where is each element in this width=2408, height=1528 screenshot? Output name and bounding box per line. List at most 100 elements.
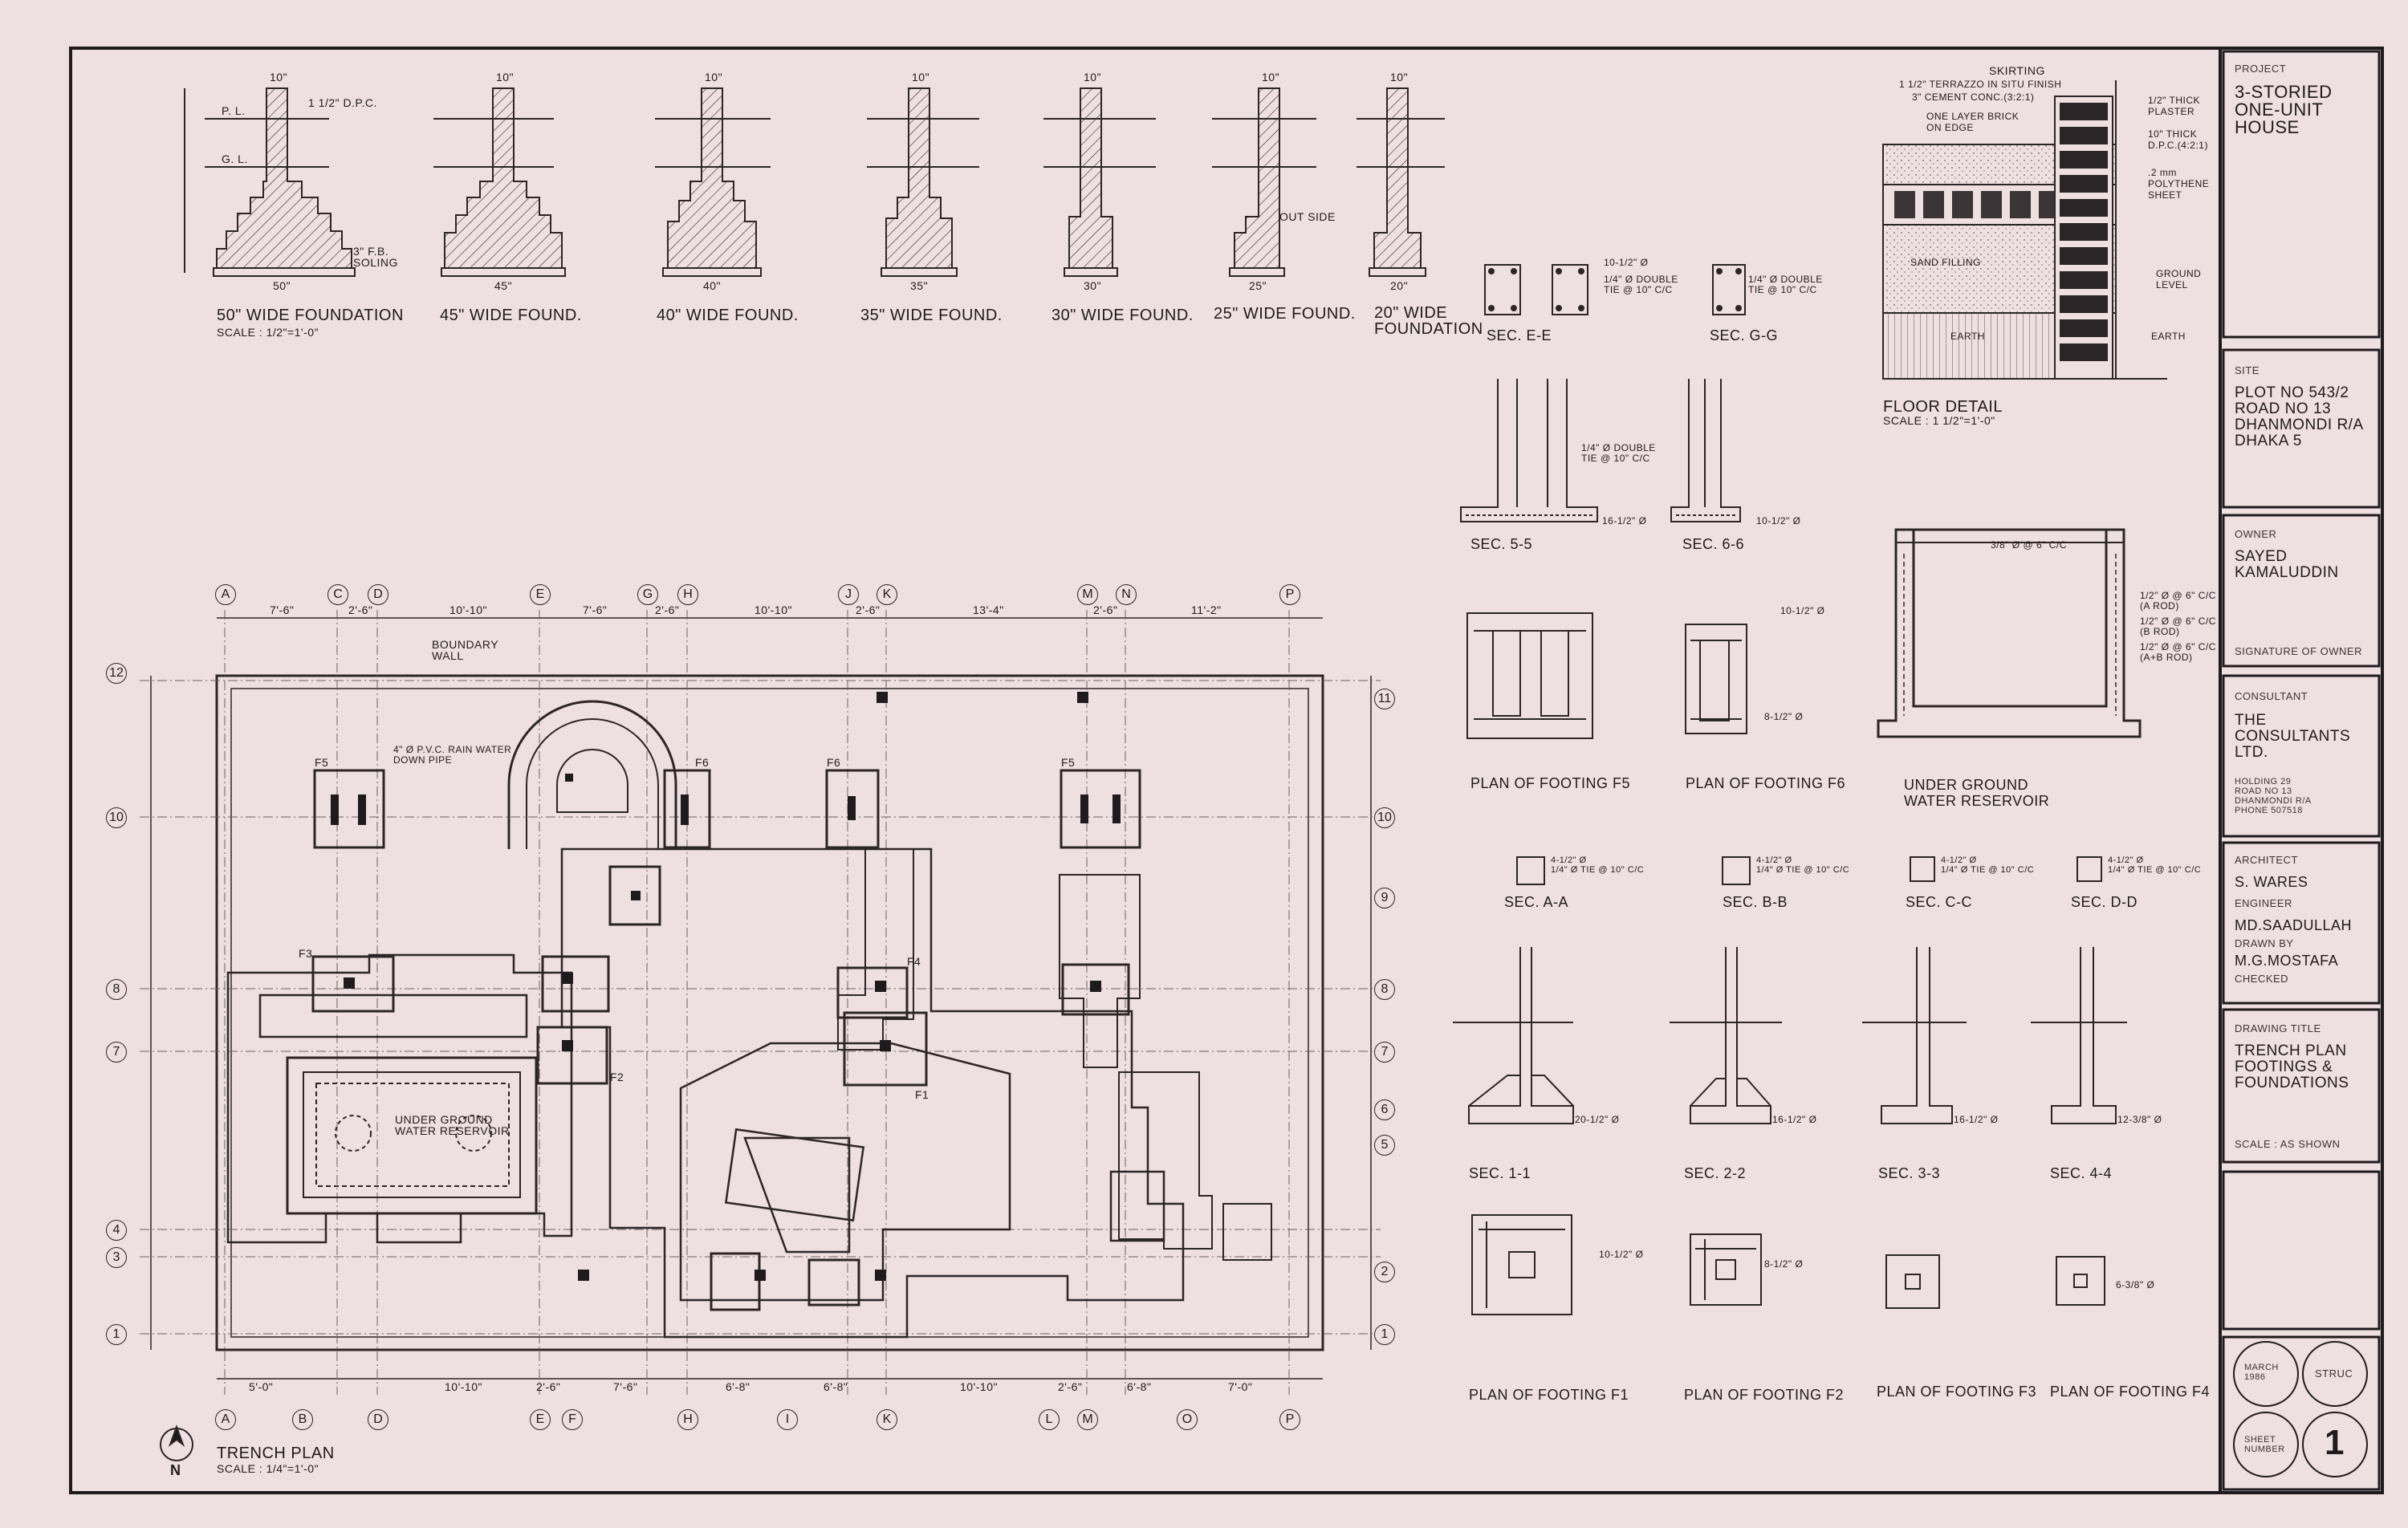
drawing-title: TRENCH PLAN FOOTINGS & FOUNDATIONS bbox=[2235, 1042, 2349, 1091]
foundation-caption-30: 30" WIDE FOUND. bbox=[1051, 307, 1194, 324]
grid-left-10: 10 bbox=[106, 807, 127, 828]
width-45: 45" bbox=[494, 279, 513, 292]
grid-left-1: 1 bbox=[106, 1324, 127, 1345]
note-res-3: 1/2" Ø @ 6" C/C (B ROD) bbox=[2140, 616, 2216, 637]
footing-f1-caption: PLAN OF FOOTING F1 bbox=[1469, 1387, 1629, 1403]
foundation-scale: SCALE : 1/2"=1'-0" bbox=[217, 326, 319, 339]
dim-bot-0: 5'-0" bbox=[249, 1380, 274, 1393]
dim-top-1: 2'-6" bbox=[348, 603, 373, 616]
sec-ee-caption: SEC. E-E bbox=[1487, 327, 1552, 343]
grid-bot-M: M bbox=[1077, 1409, 1098, 1430]
grid-bot-A: A bbox=[215, 1409, 236, 1430]
note-tie-cc: 4-1/2" Ø 1/4" Ø TIE @ 10" C/C bbox=[1941, 855, 2035, 875]
footing-f2-caption: PLAN OF FOOTING F2 bbox=[1684, 1387, 1845, 1403]
grid-right-9: 9 bbox=[1374, 888, 1395, 908]
consultant-name: THE CONSULTANTS LTD. bbox=[2235, 712, 2351, 761]
dim-bot-1: 10'-10" bbox=[445, 1380, 482, 1393]
title-block-frame bbox=[2222, 50, 2381, 1491]
foundation-caption-50: 50" WIDE FOUNDATION bbox=[217, 307, 404, 324]
top-dim-7: 10" bbox=[1390, 71, 1409, 83]
sec-gg-caption: SEC. G-G bbox=[1710, 327, 1779, 343]
project-label: PROJECT bbox=[2235, 63, 2287, 75]
grid-bot-P: P bbox=[1279, 1409, 1300, 1430]
grid-top-N: N bbox=[1116, 584, 1137, 605]
footing-f3-caption: PLAN OF FOOTING F3 bbox=[1877, 1384, 2037, 1400]
owner-label: OWNER bbox=[2235, 528, 2277, 540]
plan-tag-f3: F3 bbox=[299, 947, 313, 960]
drawing-title-label: DRAWING TITLE bbox=[2235, 1022, 2321, 1034]
discipline: STRUC bbox=[2315, 1367, 2353, 1380]
sec-dd-caption: SEC. D-D bbox=[2071, 894, 2138, 910]
grid-top-J: J bbox=[838, 584, 859, 605]
note-bar-16-33: 16-1/2" Ø bbox=[1954, 1114, 1999, 1125]
reservoir-caption: UNDER GROUND WATER RESERVOIR bbox=[1904, 777, 2050, 809]
architect-name: S. WARES bbox=[2235, 874, 2308, 890]
grid-right-5: 5 bbox=[1374, 1135, 1395, 1156]
note-bar-10-66: 10-1/2" Ø bbox=[1756, 515, 1801, 526]
consultant-label: CONSULTANT bbox=[2235, 690, 2308, 702]
foundation-caption-35: 35" WIDE FOUND. bbox=[860, 307, 1003, 324]
drawn-label: DRAWN BY bbox=[2235, 937, 2294, 949]
grid-bot-H: H bbox=[677, 1409, 698, 1430]
grid-bot-K: K bbox=[877, 1409, 897, 1430]
footing-sections-5-6 bbox=[1460, 379, 1741, 522]
sec-aa-caption: SEC. A-A bbox=[1504, 894, 1569, 910]
floor-detail bbox=[1882, 80, 2167, 380]
grid-bot-O: O bbox=[1177, 1409, 1198, 1430]
grid-left-8: 8 bbox=[106, 979, 127, 1000]
reservoir-section bbox=[1877, 528, 2142, 738]
plan-tag-f6a: F6 bbox=[695, 756, 710, 769]
foundation-caption-40: 40" WIDE FOUND. bbox=[657, 307, 799, 324]
engineer-label: ENGINEER bbox=[2235, 897, 2292, 909]
scale-note: SCALE : AS SHOWN bbox=[2235, 1138, 2341, 1150]
plan-tag-f4: F4 bbox=[907, 955, 921, 968]
note-bar-16-55: 16-1/2" Ø bbox=[1602, 515, 1647, 526]
site-label: SITE bbox=[2235, 364, 2260, 376]
note-tie-dd: 4-1/2" Ø 1/4" Ø TIE @ 10" C/C bbox=[2108, 855, 2202, 875]
top-dim-3: 10" bbox=[705, 71, 723, 83]
dim-bot-8: 6'-8" bbox=[1127, 1380, 1152, 1393]
dim-bot-2: 2'-6" bbox=[536, 1380, 561, 1393]
grid-right-8: 8 bbox=[1374, 979, 1395, 1000]
note-bar-10-f6: 10-1/2" Ø bbox=[1780, 605, 1825, 616]
owner-name: SAYED KAMALUDDIN bbox=[2235, 548, 2339, 581]
footing-sections-1-4 bbox=[1453, 947, 2127, 1124]
plan-tag-f5b: F5 bbox=[1061, 756, 1076, 769]
grid-left-3: 3 bbox=[106, 1247, 127, 1268]
dim-top-8: 2'-6" bbox=[1093, 603, 1118, 616]
column-sections-row bbox=[1516, 856, 2102, 885]
grid-top-A: A bbox=[215, 584, 236, 605]
sec-cc-caption: SEC. C-C bbox=[1906, 894, 1973, 910]
dim-top-6: 2'-6" bbox=[856, 603, 881, 616]
top-dim-1: 10" bbox=[270, 71, 288, 83]
outside-label: OUT SIDE bbox=[1279, 210, 1336, 223]
note-bar-16-22: 16-1/2" Ø bbox=[1772, 1114, 1817, 1125]
grid-top-P: P bbox=[1279, 584, 1300, 605]
sec-bb-caption: SEC. B-B bbox=[1723, 894, 1788, 910]
pl-label-1: P. L. bbox=[222, 104, 246, 117]
note-res-4: 1/2" Ø @ 6" C/C (A+B ROD) bbox=[2140, 641, 2216, 663]
note-bar-8-f6: 8-1/2" Ø bbox=[1764, 711, 1804, 722]
footing-plans-f5-f6 bbox=[1466, 612, 1747, 739]
plan-tag-f2: F2 bbox=[610, 1071, 624, 1083]
note-cement: 3" CEMENT CONC.(3:2:1) bbox=[1912, 91, 2035, 103]
note-tie-55: 1/4" Ø DOUBLE TIE @ 10" C/C bbox=[1581, 442, 1656, 464]
engineer-name: MD.SAADULLAH bbox=[2235, 917, 2353, 933]
note-earth-1: EARTH bbox=[1950, 331, 1985, 342]
note-tie-gg: 1/4" Ø DOUBLE TIE @ 10" C/C bbox=[1748, 274, 1823, 295]
note-bar-8-f2: 8-1/2" Ø bbox=[1764, 1258, 1804, 1270]
note-dpc: 10" THICK D.P.C.(4:2:1) bbox=[2148, 128, 2208, 151]
footing-plans-f1-f4 bbox=[1471, 1214, 2105, 1315]
top-dim-2: 10" bbox=[496, 71, 515, 83]
grid-bot-F: F bbox=[562, 1409, 583, 1430]
sheet-border bbox=[69, 47, 2384, 1494]
boundary-wall-label: BOUNDARY WALL bbox=[432, 638, 499, 662]
plan-tag-f1: F1 bbox=[915, 1088, 929, 1101]
note-plaster: 1/2" THICK PLASTER bbox=[2148, 95, 2201, 117]
dim-bot-9: 7'-0" bbox=[1228, 1380, 1253, 1393]
dim-bot-5: 6'-8" bbox=[824, 1380, 848, 1393]
grid-bot-L: L bbox=[1039, 1409, 1060, 1430]
grid-left-12: 12 bbox=[106, 663, 127, 684]
foundation-sections bbox=[184, 87, 1445, 277]
